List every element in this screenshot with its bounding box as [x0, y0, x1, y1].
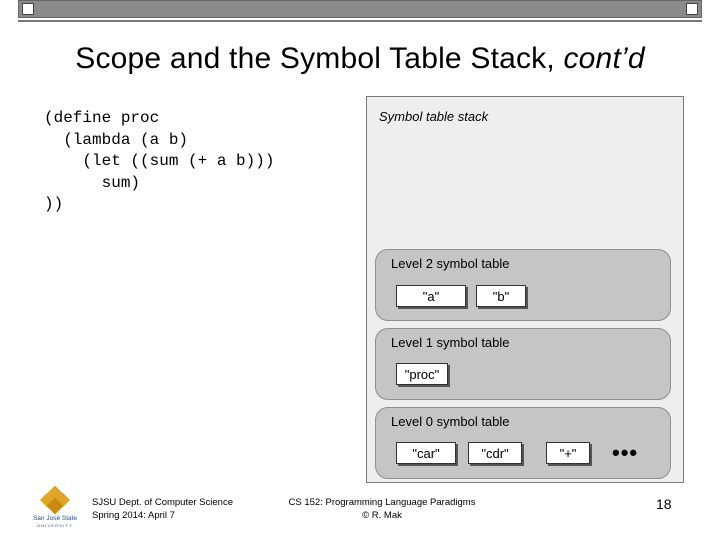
university-logo: San José State UNIVERSITY — [33, 486, 77, 528]
entry-cdr: "cdr" — [468, 442, 522, 464]
level-0-label: Level 0 symbol table — [391, 414, 510, 429]
entry-proc: "proc" — [396, 363, 448, 385]
slide-title-main: Scope and the Symbol Table Stack, — [75, 42, 564, 75]
topbar-left-square — [22, 3, 34, 15]
footer-dept: SJSU Dept. of Computer Science — [92, 497, 233, 508]
scheme-code-block: (define proc (lambda (a b) (let ((sum (+… — [44, 109, 275, 213]
logo-emblem — [39, 486, 71, 515]
footer-left: SJSU Dept. of Computer Science Spring 20… — [92, 496, 233, 522]
symbol-table-stack: Symbol table stack Level 2 symbol table … — [366, 96, 684, 483]
title-underline-rule — [18, 20, 702, 22]
stack-title: Symbol table stack — [379, 109, 489, 124]
top-decorative-bar — [18, 0, 702, 18]
logo-text-line1: San José State — [33, 515, 77, 522]
entry-plus: "+" — [546, 442, 590, 464]
level-2-label: Level 2 symbol table — [391, 256, 510, 271]
footer-author: © R. Mak — [362, 510, 402, 521]
more-entries-ellipsis: ••• — [612, 440, 639, 465]
entry-a: "a" — [396, 285, 466, 307]
footer-date: Spring 2014: April 7 — [92, 510, 175, 521]
slide-title-italic: cont’d — [563, 42, 645, 75]
footer-course: CS 152: Programming Language Paradigms — [288, 497, 476, 508]
logo-text-line2: UNIVERSITY — [37, 523, 73, 528]
entry-b: "b" — [476, 285, 526, 307]
slide-title: Scope and the Symbol Table Stack, cont’d — [0, 42, 720, 76]
topbar-right-square — [686, 3, 698, 15]
level-1-symbol-table: Level 1 symbol table "proc" — [375, 328, 671, 400]
level-2-symbol-table: Level 2 symbol table "a" "b" — [375, 249, 671, 321]
entry-car: "car" — [396, 442, 456, 464]
level-1-label: Level 1 symbol table — [391, 335, 510, 350]
page-number: 18 — [656, 496, 672, 512]
level-0-symbol-table: Level 0 symbol table "car" "cdr" "+" ••• — [375, 407, 671, 479]
footer-center: CS 152: Programming Language Paradigms ©… — [270, 496, 494, 522]
